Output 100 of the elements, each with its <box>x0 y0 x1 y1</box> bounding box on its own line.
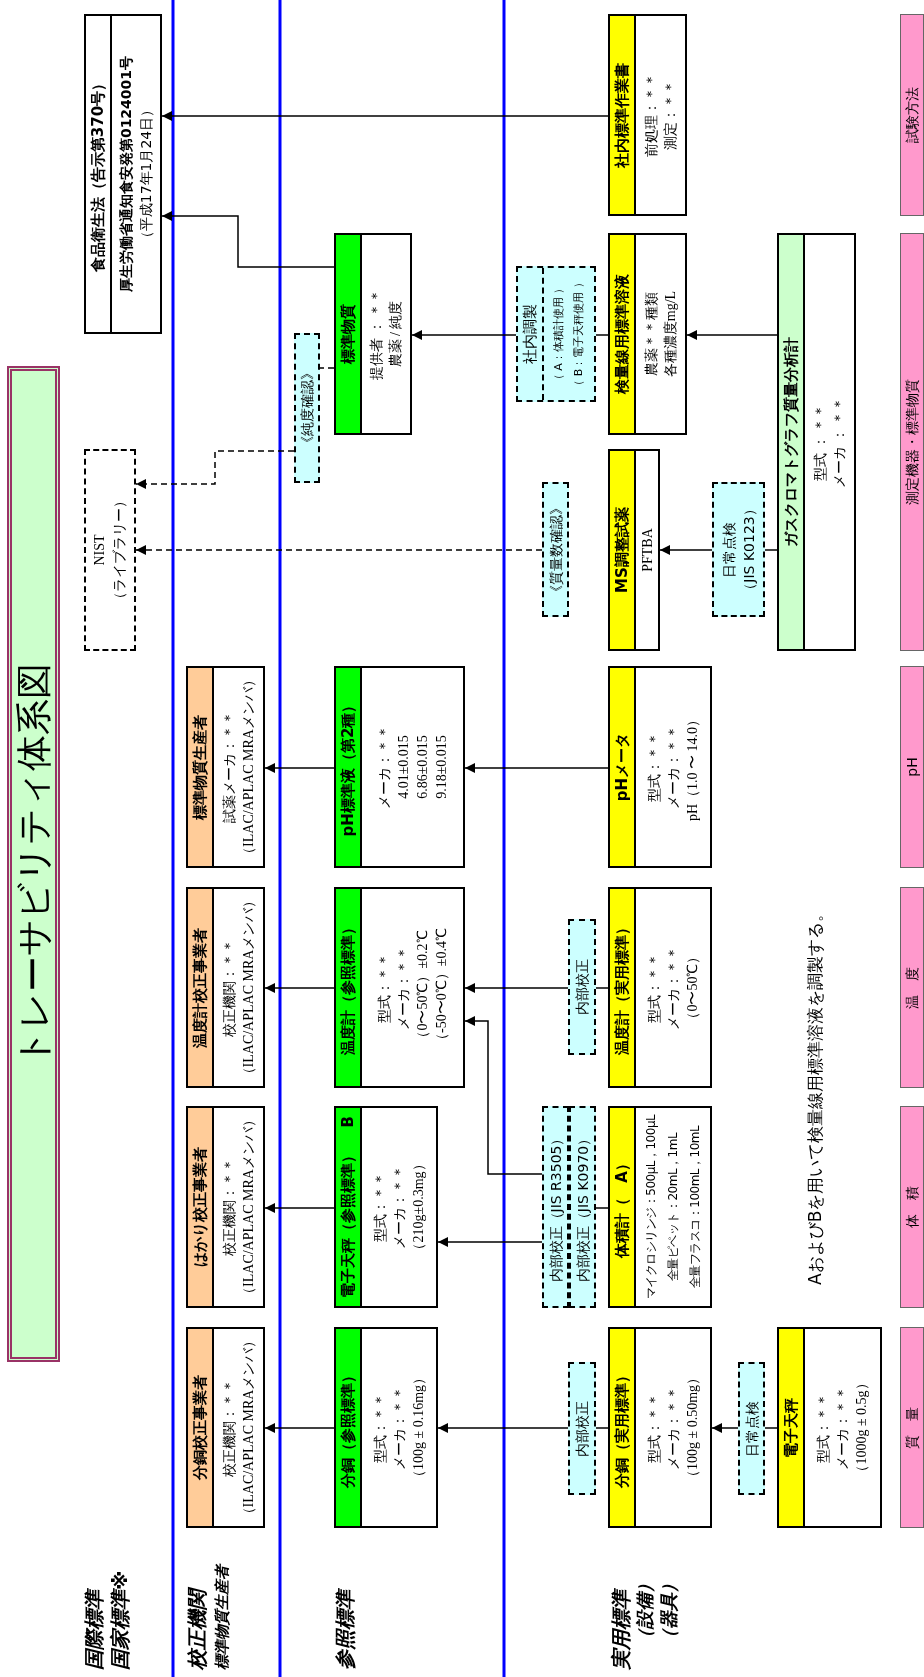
connector-line <box>319 367 335 369</box>
box-heading: 電子天秤（参照標準） <box>338 1148 358 1298</box>
procedure-box <box>542 482 569 617</box>
row-label: （器具） <box>658 1575 680 1647</box>
spec-text: 型式：＊＊ <box>645 1392 663 1463</box>
spec-text: 6.86±0.015 <box>413 735 431 799</box>
spec-text: メーカ：＊＊ <box>390 1165 408 1249</box>
procedure-text: 日常点検 <box>742 1400 761 1457</box>
procedure-text: 《純度確認》 <box>298 366 316 450</box>
arrow <box>659 545 713 555</box>
spec-text: メーカ：＊＊ <box>375 725 393 809</box>
note-text: AおよびBを用いて検量線用標準溶液を調製する。 <box>804 904 826 1285</box>
spec-text: 校正機関：＊＊ <box>220 1158 238 1256</box>
spec-text: （100g ± 0.50mg） <box>683 1370 701 1485</box>
spec-text: 各種濃度mg/L <box>661 290 679 378</box>
equipment-box <box>186 666 265 868</box>
connector-line <box>595 1427 609 1429</box>
box-heading: pHメータ <box>610 668 636 866</box>
connector-line <box>764 549 778 551</box>
equipment-box <box>608 449 660 651</box>
box-heading: はかり校正事業者 <box>188 1108 214 1306</box>
procedure-text: 内部校正 <box>573 959 591 1015</box>
box-heading: 標準物質生産者 <box>188 668 214 866</box>
spec-text: pH（1.0 〜 14.0） <box>683 712 701 822</box>
spec-text: 型式：＊＊ <box>645 732 663 802</box>
box-heading: 食品衛生法（告示第370号） <box>86 16 112 332</box>
equipment-box <box>608 233 687 435</box>
spec-text: 型式：＊＊ <box>375 952 393 1023</box>
spec-text: （ILAC/APLAC MRAメンバ） <box>239 1333 257 1522</box>
spec-text: （ILAC/APLAC MRAメンバ） <box>239 673 257 861</box>
spec-text: （0〜50℃）±0.2℃ <box>413 930 431 1045</box>
procedure-box <box>568 1362 596 1495</box>
procedure-box <box>516 266 596 402</box>
spec-text: メーカ：＊＊ <box>664 1385 682 1470</box>
box-heading: 分銅（実用標準） <box>610 1329 636 1526</box>
arrow <box>264 983 335 993</box>
library-text: NIST <box>91 534 108 566</box>
category-text: 体 積 <box>903 1186 921 1228</box>
procedure-text: 内部校正 <box>573 1400 591 1457</box>
procedure-note: （ A：体積計使用 ） <box>551 282 566 386</box>
spec-text: 試薬メーカ：＊＊ <box>220 711 238 823</box>
procedure-text: 内部校正（JIS K0970） <box>573 1131 592 1283</box>
box-heading: ガスクロマトグラフ質量分析計 <box>779 235 805 649</box>
box-heading: pH標準液（第2種） <box>336 668 362 866</box>
arrow <box>464 983 569 993</box>
arrow <box>161 111 609 121</box>
library-box <box>84 449 136 651</box>
box-heading: B <box>338 1116 358 1128</box>
box-heading: 電子天秤 <box>779 1329 805 1526</box>
connector-line <box>595 1207 609 1209</box>
arrow <box>464 1016 543 1175</box>
equipment-box <box>334 666 465 868</box>
category-text: 測定機器・標準物質 <box>903 379 921 505</box>
spec-text: 型式：＊＊ <box>645 952 663 1023</box>
category-box <box>900 1327 924 1528</box>
arrow <box>264 763 335 773</box>
spec-text: （100g ± 0.16mg） <box>409 1370 427 1485</box>
spec-text: 型式：＊＊ <box>371 1392 389 1463</box>
equipment-box <box>186 1327 265 1528</box>
arrow <box>686 330 778 340</box>
spec-text: （210g±0.3mg） <box>409 1157 427 1257</box>
equipment-box <box>186 1106 265 1308</box>
row-label: （設備） <box>634 1575 656 1647</box>
library-text: （ライブラリー） <box>111 494 128 606</box>
spec-text: 全量ピペット：20mL，1mL <box>665 1132 681 1282</box>
box-heading: 体積計（ A） <box>610 1108 636 1306</box>
connector-line <box>595 987 609 989</box>
spec-text: メーカ：＊＊ <box>834 1385 851 1470</box>
spec-text: 9.18±0.015 <box>432 735 450 799</box>
procedure-box <box>712 482 765 617</box>
arrow <box>264 1423 335 1433</box>
category-box <box>900 14 924 216</box>
spec-text: 4.01±0.015 <box>394 735 412 799</box>
row-label: 実用標準 <box>609 1590 633 1670</box>
procedure-box <box>738 1362 765 1495</box>
box-heading: 検量線用標準溶液 <box>610 235 636 433</box>
procedure-text: 《質量数確認》 <box>546 500 565 599</box>
box-heading: MS調整試薬 <box>610 451 636 649</box>
procedure-text: （JIS K0123） <box>739 502 758 597</box>
category-text: pH <box>903 757 921 777</box>
spec-text: メーカ：＊＊ <box>664 945 682 1030</box>
equipment-box <box>334 233 412 435</box>
row-label: 国家標準※ <box>108 1570 132 1670</box>
procedure-text: 内部校正（JIS R3505） <box>546 1131 565 1283</box>
spec-text: 全量フラスコ：100mL，10mL <box>687 1125 703 1289</box>
regulation-box <box>84 14 162 334</box>
category-text: 質 量 <box>903 1406 921 1449</box>
spec-text: 前処理：＊＊ <box>642 73 660 157</box>
spec-text: 農薬 / 純度 <box>387 300 404 368</box>
title-text: トレーサビリティ体系図 <box>12 662 55 1066</box>
spec-text: （-50〜0℃）±0.4℃ <box>432 928 450 1047</box>
equipment-box <box>608 14 687 216</box>
arrow <box>411 330 517 340</box>
arrow <box>135 450 295 489</box>
procedure-box <box>294 333 320 483</box>
arrow <box>161 211 335 268</box>
spec-text: （0〜50℃） <box>683 949 701 1026</box>
spec-text: 型式 ： ＊＊ <box>811 403 829 481</box>
procedure-text: 日常点検 <box>719 521 738 578</box>
equipment-box <box>608 666 712 868</box>
